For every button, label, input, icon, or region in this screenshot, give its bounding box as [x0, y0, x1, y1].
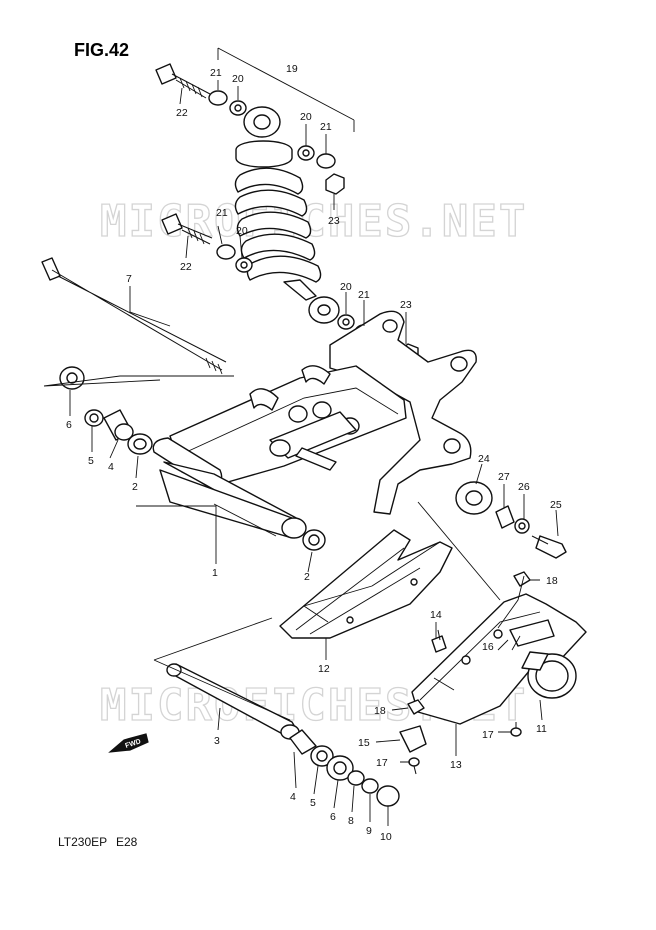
axle-tube	[166, 663, 400, 807]
brake-drum	[521, 651, 577, 699]
callout-20: 20	[340, 281, 352, 293]
callout-9: 9	[366, 825, 372, 837]
callout-5: 5	[88, 455, 94, 467]
callout-2: 2	[132, 481, 138, 493]
callout-labels: 21 21 20 19 22 20 21 23 20 22 7 20 21 23…	[66, 63, 562, 843]
callout-21: 21	[358, 289, 370, 301]
shock-absorber	[234, 106, 340, 324]
callout-27: 27	[498, 471, 510, 483]
fwd-label: FWD	[124, 738, 141, 750]
callout-20: 20	[300, 111, 312, 123]
callout-4: 4	[108, 461, 114, 473]
callout-11: 11	[536, 723, 547, 735]
callout-20: 20	[236, 225, 248, 237]
callout-5: 5	[310, 797, 316, 809]
callout-22: 22	[176, 107, 188, 119]
callout-26: 26	[518, 481, 530, 493]
fwd-arrow-icon: FWD	[108, 733, 149, 753]
callout-24: 24	[478, 453, 490, 465]
swing-arm	[152, 310, 477, 539]
callout-14: 14	[430, 609, 442, 621]
pivot-shaft	[41, 257, 227, 375]
callout-25: 25	[550, 499, 562, 511]
callout-10: 10	[380, 831, 392, 843]
callout-19: 19	[286, 63, 298, 75]
callout-18: 18	[374, 705, 386, 717]
callout-18: 18	[546, 575, 558, 587]
figure-ref: E28	[116, 835, 138, 849]
callout-21: 21	[210, 67, 222, 79]
callout-17: 17	[376, 757, 388, 769]
callout-23: 23	[400, 299, 412, 311]
callout-21: 21	[320, 121, 332, 133]
callout-6: 6	[330, 811, 336, 823]
chain-cover	[411, 593, 587, 725]
callout-12: 12	[318, 663, 330, 675]
callout-6: 6	[66, 419, 72, 431]
callout-21: 21	[216, 207, 228, 219]
callout-16: 16	[482, 641, 494, 653]
figure-title: FIG.42	[74, 40, 129, 60]
callout-2: 2	[304, 571, 310, 583]
callout-17: 17	[482, 729, 494, 741]
callout-23: 23	[328, 215, 340, 227]
rear-hub-parts	[455, 481, 567, 559]
callout-20: 20	[232, 73, 244, 85]
leader-lines	[43, 47, 559, 826]
figure-code: LT230EP	[58, 835, 107, 849]
callout-13: 13	[450, 759, 462, 771]
callout-4: 4	[290, 791, 296, 803]
callout-8: 8	[348, 815, 354, 827]
callout-15: 15	[358, 737, 370, 749]
callout-1: 1	[212, 567, 218, 579]
callout-7: 7	[126, 273, 132, 285]
callout-3: 3	[214, 735, 220, 747]
callout-22: 22	[180, 261, 192, 273]
chain-guide	[279, 529, 453, 639]
